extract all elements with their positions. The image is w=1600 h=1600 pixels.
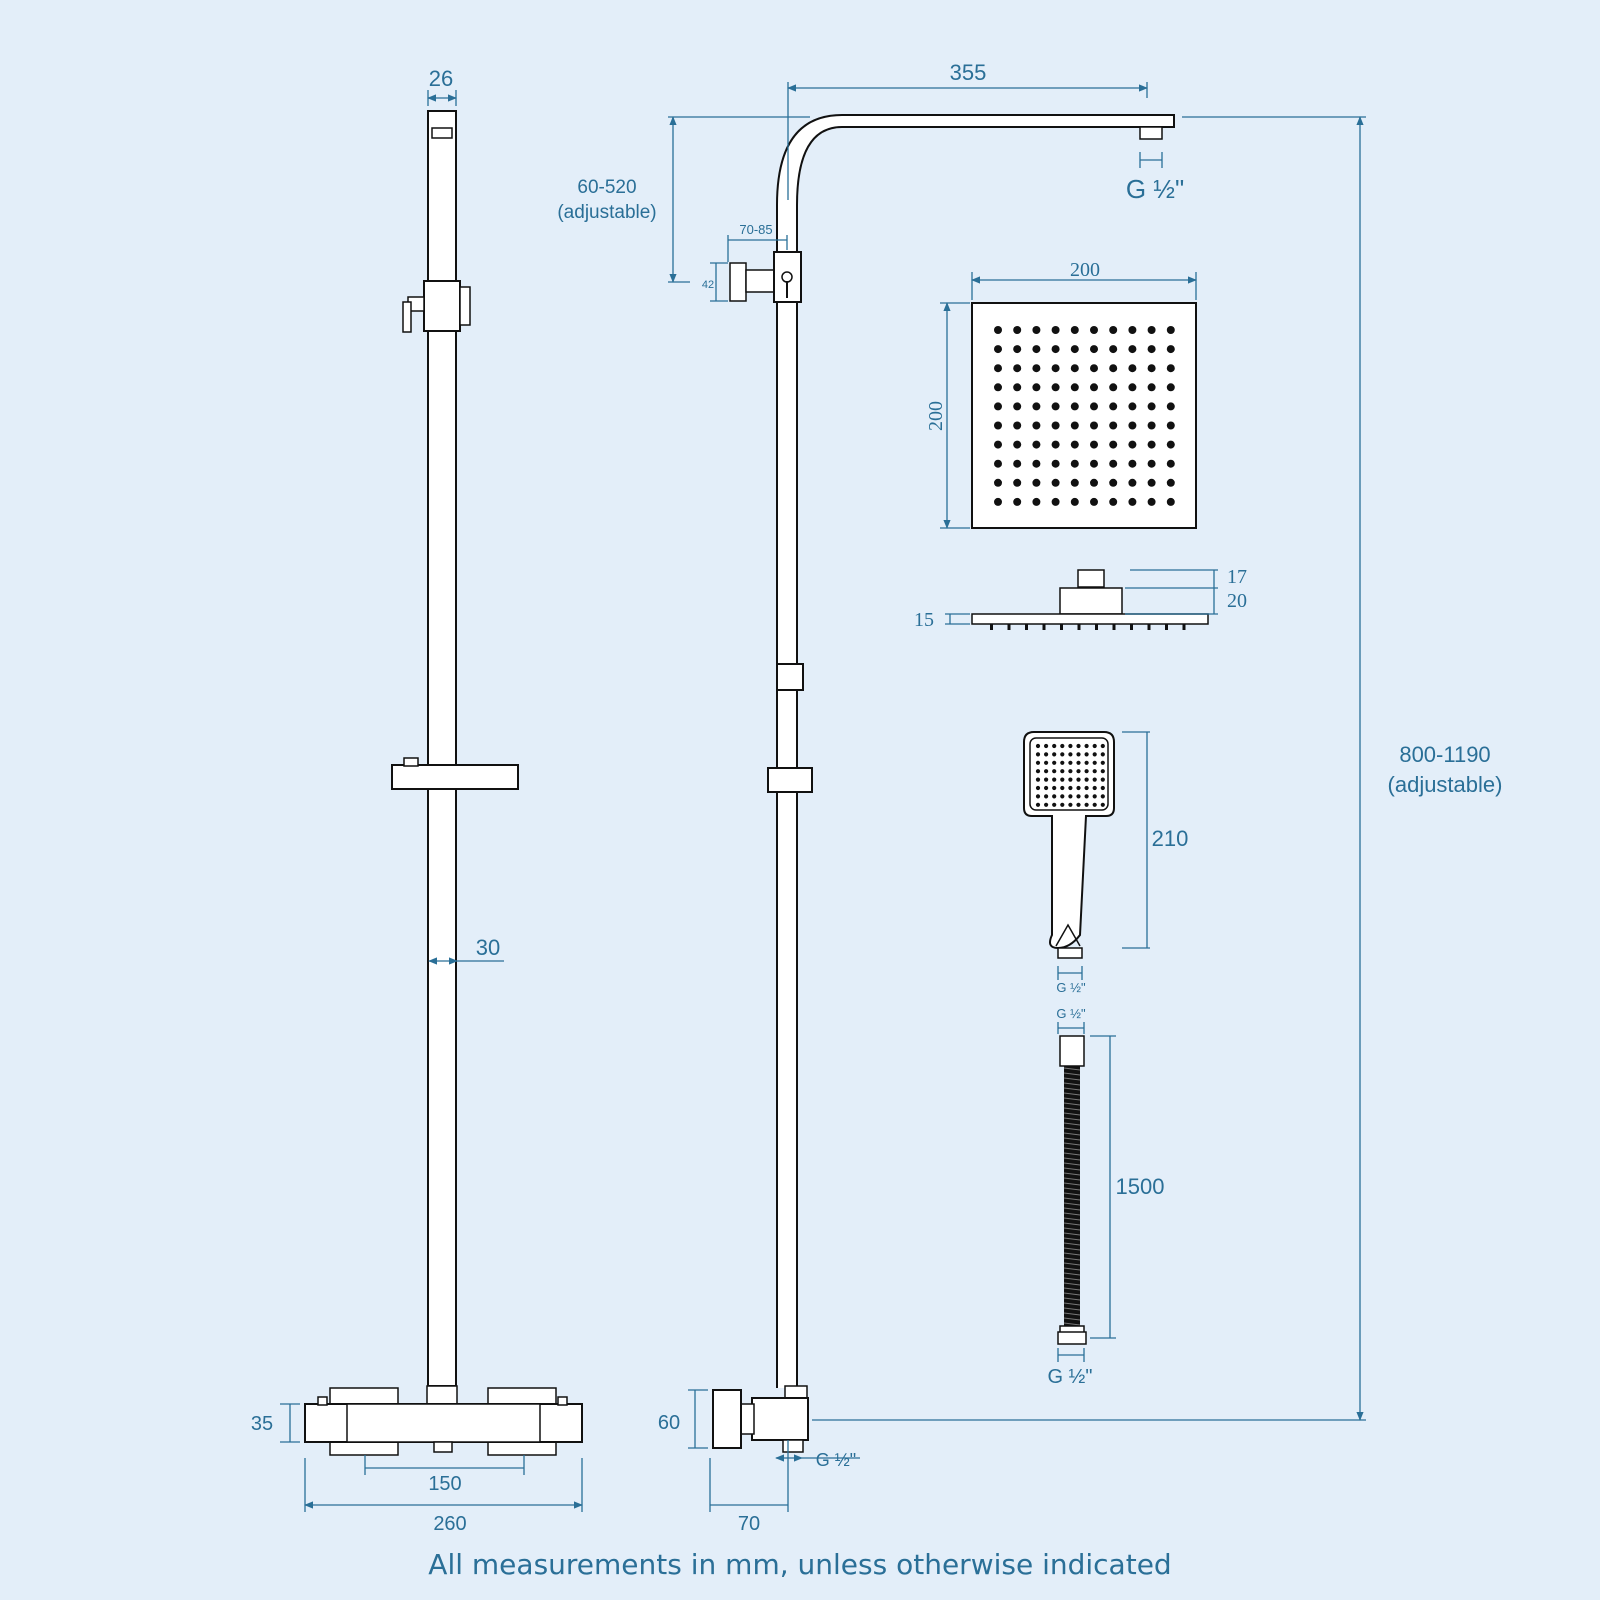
side-view — [712, 114, 1175, 1453]
front-view — [304, 110, 583, 1456]
label-profile-top: 17 — [1227, 566, 1247, 588]
dimension-lines — [280, 82, 1366, 1512]
rail-cap — [431, 127, 453, 139]
shower-arm — [776, 114, 1175, 1388]
label-thread-head: G ½" — [1126, 174, 1184, 204]
label-inlet-centres: 150 — [428, 1473, 461, 1495]
label-head-width: 200 — [1070, 259, 1100, 281]
hose — [1057, 1035, 1087, 1345]
label-arm-reach: 355 — [950, 60, 987, 85]
label-hose-length: 1500 — [1116, 1174, 1165, 1199]
label-arm-adjust-note: (adjustable) — [557, 202, 656, 223]
nozzle-grid — [994, 326, 1175, 506]
label-elbow-height: 60 — [658, 1412, 680, 1434]
label-arm-adjust-value: 60-520 — [577, 177, 636, 198]
label-rail-width: 26 — [429, 66, 453, 91]
label-thread-hose-bottom: G ½" — [1048, 1366, 1093, 1388]
head-profile-plate — [971, 613, 1209, 625]
label-profile-plate: 15 — [914, 609, 934, 631]
label-total-height-value: 800-1190 — [1399, 742, 1490, 767]
label-elbow-depth: 70 — [738, 1513, 760, 1535]
label-valve-width: 260 — [433, 1513, 466, 1535]
shower-head-profile — [971, 569, 1209, 630]
footer-note: All measurements in mm, unless otherwise… — [428, 1548, 1172, 1581]
hose-body — [1064, 1066, 1080, 1326]
handset-nozzles — [1035, 743, 1105, 807]
label-thread-handset: G ½" — [1056, 980, 1086, 995]
label-bracket-height: 42 — [702, 279, 714, 291]
elbow-fitting — [751, 1397, 809, 1441]
shower-head-plate — [971, 302, 1197, 529]
label-head-height: 200 — [925, 401, 947, 431]
height-collar — [776, 663, 804, 691]
label-handset-length: 210 — [1152, 826, 1189, 851]
label-rail-pipe: 30 — [476, 935, 500, 960]
side-slider — [767, 767, 813, 793]
wall-flange — [712, 1389, 742, 1449]
label-profile-mid: 20 — [1227, 590, 1247, 612]
shower-head-top — [971, 302, 1197, 529]
handset-slider — [391, 764, 519, 790]
arm-outlet — [1139, 126, 1163, 140]
label-thread-hose-top: G ½" — [1056, 1006, 1086, 1021]
label-valve-height: 35 — [251, 1413, 273, 1435]
handset — [1023, 731, 1115, 959]
upper-bracket — [423, 280, 461, 332]
label-bracket-offset: 70-85 — [739, 222, 772, 237]
label-thread-elbow: G ½" — [816, 1450, 856, 1470]
dimension-labels: 26 30 35 150 260 355 G ½" 60-520 (adjust… — [251, 60, 1503, 1535]
label-total-height-note: (adjustable) — [1388, 772, 1503, 797]
